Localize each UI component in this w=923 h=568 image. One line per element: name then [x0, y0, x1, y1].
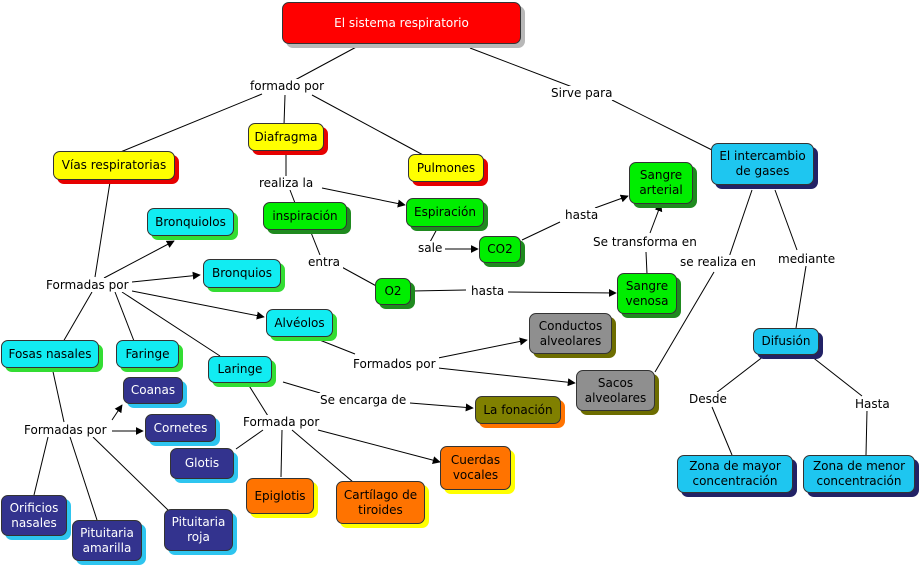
link-formadas-por-vias: Formadas por [43, 278, 132, 292]
concept-sacos-alveolares[interactable]: Sacos alveolares [576, 370, 655, 411]
concept-label: Fosas nasales [8, 346, 92, 361]
concept-pituitaria-amarilla[interactable]: Pituitaria amarilla [72, 520, 142, 561]
concept-label: Laringe [217, 362, 263, 376]
concept-sistema-respiratorio[interactable]: El sistema respiratorio [282, 2, 521, 44]
concept-label: Pulmones [416, 160, 476, 175]
link-mediante: mediante [775, 252, 839, 266]
concept-label: Pituitaria roja [171, 515, 226, 544]
link-se-encarga-de: Se encarga de [317, 393, 410, 407]
concept-label: Sangre arterial [639, 168, 683, 197]
concept-label: Diafragma [254, 129, 318, 144]
concept-label: inspiración [272, 208, 338, 223]
concept-label: Difusión [761, 334, 811, 348]
concept-label: Bronquios [212, 266, 272, 280]
link-realiza-la: realiza la [256, 176, 317, 190]
concept-label: Faringe [125, 346, 170, 361]
concept-zona-menor[interactable]: Zona de menor concentración [803, 455, 915, 493]
concept-coanas[interactable]: Coanas [123, 377, 183, 404]
concept-conductos-alveolares[interactable]: Conductos alveolares [529, 313, 612, 354]
link-formado-por: formado por [247, 79, 327, 93]
concept-label: Orificios nasales [9, 500, 59, 530]
concept-label: Sacos alveolares [584, 375, 647, 405]
concept-label: CO2 [487, 242, 513, 256]
link-se-transforma-en: Se transforma en [590, 235, 700, 249]
concept-vias-respiratorias[interactable]: Vías respiratorias [53, 151, 175, 180]
concept-difusion[interactable]: Difusión [753, 328, 819, 355]
concept-bronquios[interactable]: Bronquios [203, 259, 281, 288]
concept-label: Conductos alveolares [538, 318, 603, 348]
concept-label: Zona de menor concentración [812, 459, 906, 488]
link-sirve-para: Sirve para [548, 86, 616, 100]
concept-alveolos[interactable]: Alvéolos [266, 309, 333, 337]
concept-intercambio-gases[interactable]: El intercambio de gases [711, 143, 814, 185]
concept-fosas-nasales[interactable]: Fosas nasales [1, 340, 99, 368]
link-desde: Desde [686, 392, 730, 406]
concept-label: El sistema respiratorio [334, 15, 469, 30]
concept-label: Cartílago de tiroides [343, 487, 418, 517]
concept-o2[interactable]: O2 [375, 278, 411, 305]
concept-bronquiolos[interactable]: Bronquiolos [147, 208, 234, 236]
concept-la-fonacion[interactable]: La fonación [475, 396, 561, 424]
concept-cuerdas-vocales[interactable]: Cuerdas vocales [440, 446, 511, 490]
concept-inspiracion[interactable]: inspiración [263, 202, 347, 230]
concept-label: Bronquiolos [155, 214, 226, 229]
concept-label: Epiglotis [254, 488, 306, 503]
concept-label: Glotis [184, 456, 220, 470]
concept-cornetes[interactable]: Cornetes [145, 414, 216, 442]
concept-orificios-nasales[interactable]: Orificios nasales [1, 495, 67, 536]
link-hasta-difusion: Hasta [852, 397, 893, 411]
concept-label: Sangre venosa [625, 278, 669, 308]
link-hasta-co2: hasta [562, 208, 602, 222]
concept-label: Pituitaria amarilla [80, 525, 134, 555]
concept-label: Alvéolos [274, 315, 325, 330]
concept-glotis[interactable]: Glotis [170, 448, 234, 479]
concept-pituitaria-roja[interactable]: Pituitaria roja [164, 509, 233, 551]
concept-espiracion[interactable]: Espiración [406, 198, 484, 227]
concept-pulmones[interactable]: Pulmones [408, 154, 484, 182]
concept-faringe[interactable]: Faringe [116, 340, 179, 368]
link-formadas-por-fosas: Formadas por [21, 423, 110, 437]
link-entra: entra [305, 255, 343, 269]
concept-laringe[interactable]: Laringe [208, 356, 272, 383]
concept-label: Vías respiratorias [61, 158, 167, 172]
link-formados-por-alveolos: Formados por [350, 357, 439, 371]
concept-label: Coanas [130, 383, 176, 397]
concept-co2[interactable]: CO2 [479, 236, 521, 263]
concept-label: Espiración [414, 205, 476, 219]
concept-sangre-venosa[interactable]: Sangre venosa [617, 273, 677, 314]
link-hasta-o2: hasta [468, 284, 508, 298]
concept-label: El intercambio de gases [719, 149, 806, 178]
concept-label: Cornetes [153, 420, 208, 435]
concept-label: Zona de mayor concentración [689, 459, 781, 488]
link-formada-por-laringe: Formada por [240, 415, 323, 429]
concept-label: La fonación [483, 402, 553, 417]
concept-cartilago-tiroides[interactable]: Cartílago de tiroides [336, 481, 425, 524]
concept-diafragma[interactable]: Diafragma [248, 123, 324, 151]
link-se-realiza-en: se realiza en [677, 255, 759, 269]
concept-epiglotis[interactable]: Epiglotis [246, 478, 314, 514]
concept-label: Cuerdas vocales [450, 453, 501, 482]
concept-zona-mayor[interactable]: Zona de mayor concentración [677, 455, 793, 493]
concept-sangre-arterial[interactable]: Sangre arterial [629, 162, 693, 204]
link-sale: sale [415, 241, 446, 255]
concept-label: O2 [384, 284, 402, 298]
